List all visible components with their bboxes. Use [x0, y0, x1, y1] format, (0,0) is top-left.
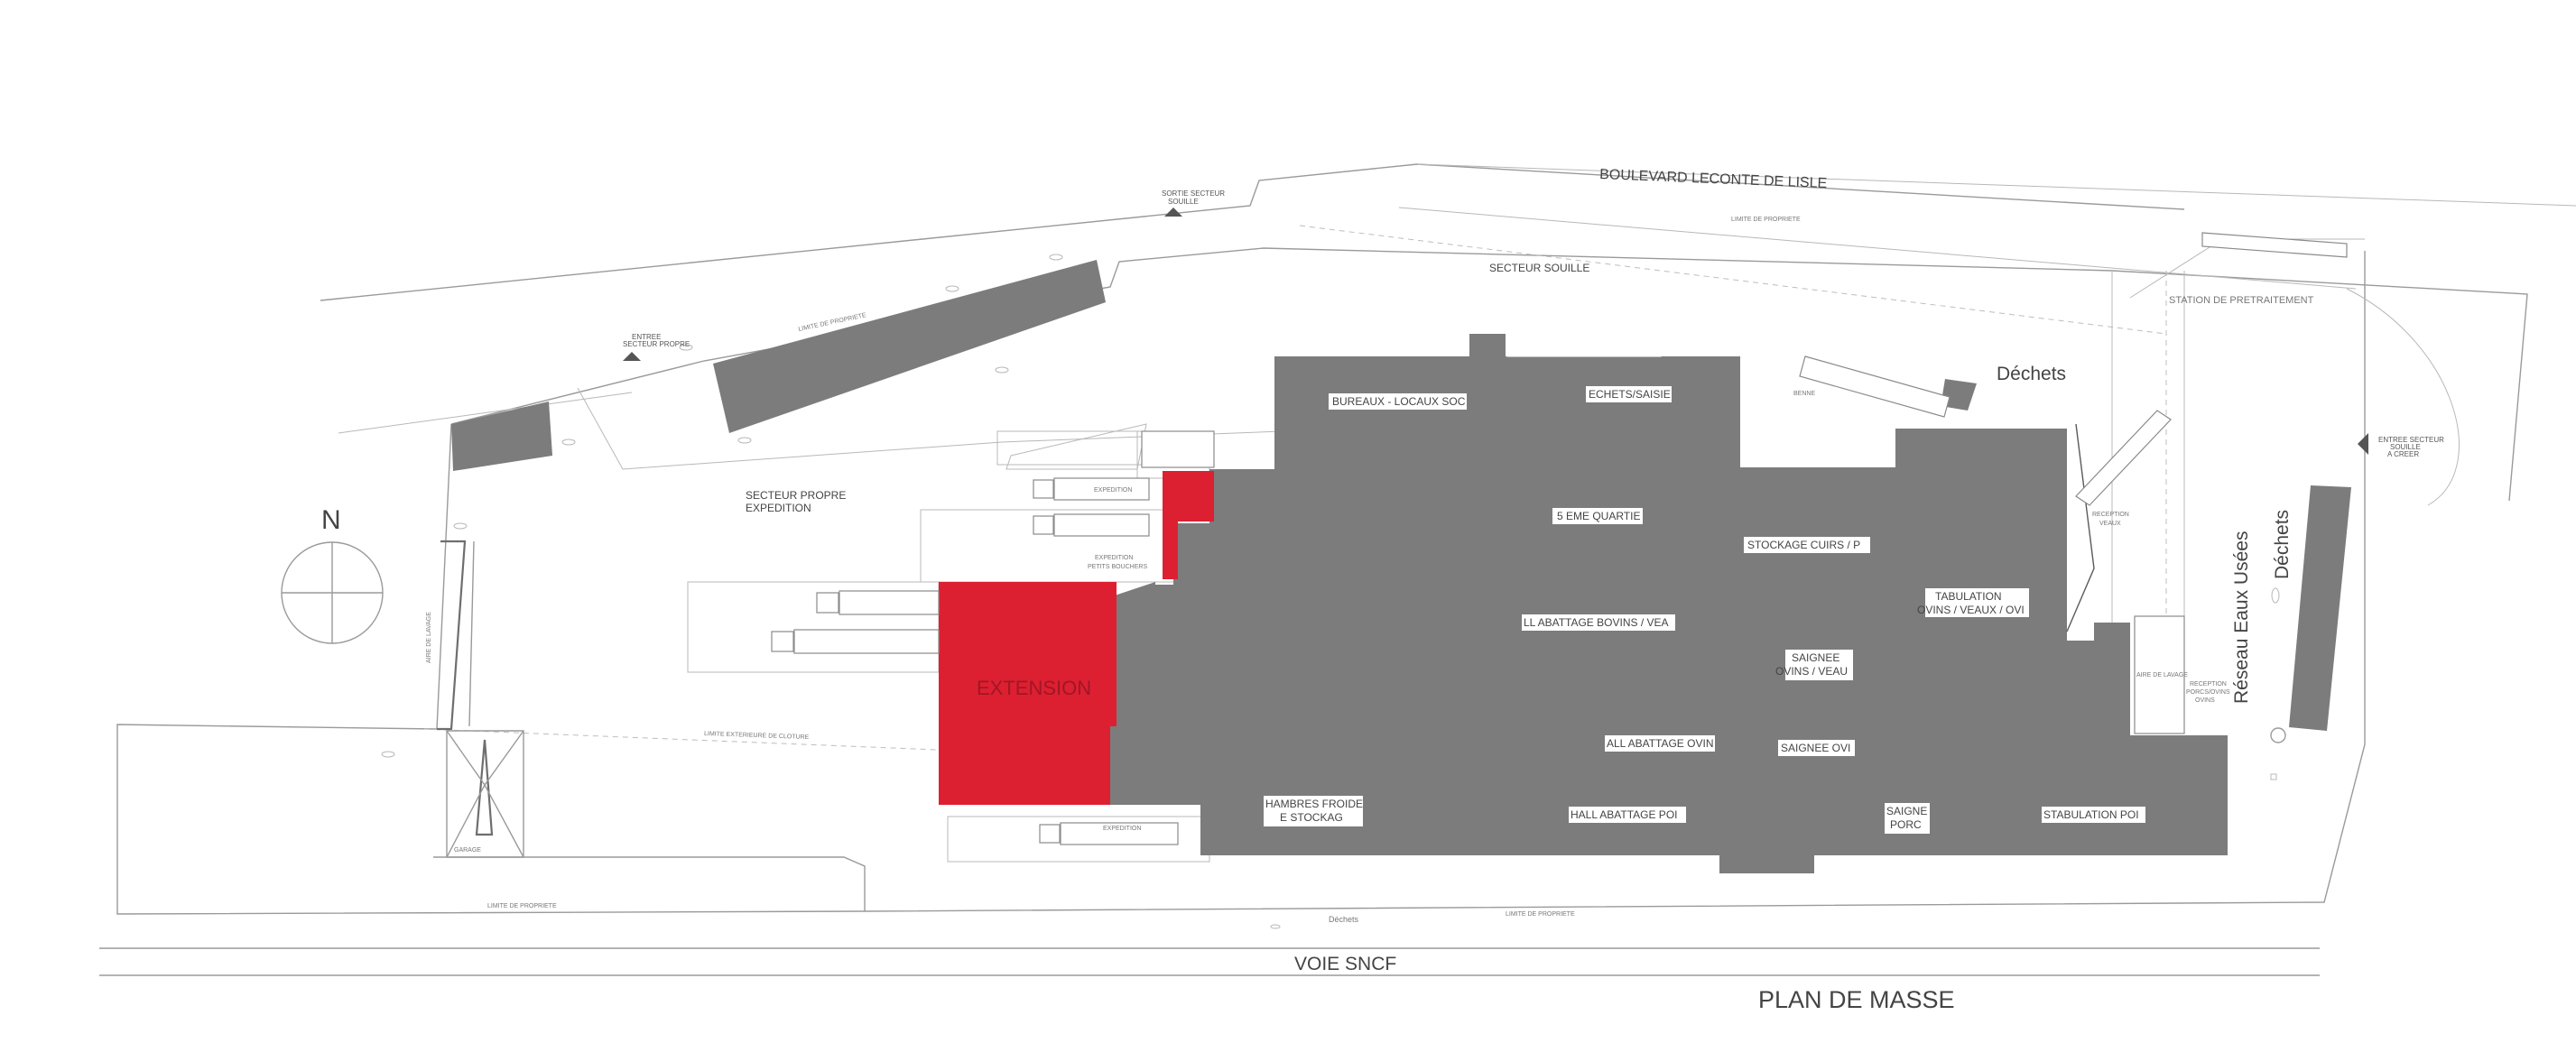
room-stockage-cuirs: STOCKAGE CUIRS / P: [1747, 539, 1860, 551]
room-chambres-2: E STOCKAG: [1280, 811, 1343, 824]
extension-main: [939, 582, 1117, 805]
truck-3: [839, 590, 940, 615]
room-stabulation-porc: STABULATION POI: [2043, 808, 2139, 821]
note-expedition-1: EXPEDITION: [1094, 487, 1132, 494]
room-hall-ovin: ALL ABATTAGE OVIN: [1607, 737, 1713, 750]
truck-1-cab: [1033, 479, 1054, 499]
zone-secteur-propre-2: EXPEDITION: [746, 502, 811, 514]
gate-labels: SORTIE SECTEUR SOUILLE ENTREE SECTEUR PR…: [623, 189, 2444, 458]
room-saignee-ovi: SAIGNEE OVI: [1781, 742, 1850, 754]
lavage-box: [2134, 615, 2185, 734]
note-expedition-3: EXPEDITION: [1103, 826, 1141, 832]
entree-propre-2: SECTEUR PROPRE: [623, 340, 690, 348]
note-limite-2: LIMITE DE PROPRIETE: [1731, 217, 1801, 223]
truck-2: [1053, 513, 1150, 537]
note-cloture: LIMITE EXTERIEURE DE CLOTURE: [704, 731, 810, 741]
truck-8: [2201, 232, 2348, 258]
room-stabulation-1: TABULATION: [1935, 590, 2002, 603]
station-tank: [2094, 623, 2130, 735]
note-reception-porcs-3: OVINS: [2195, 697, 2215, 704]
zone-secteur-souille: SECTEUR SOUILLE: [1489, 262, 1589, 274]
note-benne: BENNE: [1793, 391, 1815, 397]
note-reception-2: VEAUX: [2099, 521, 2121, 527]
room-hall-porc: HALL ABATTAGE POI: [1571, 808, 1677, 821]
zone-dechets-side: Déchets: [2272, 510, 2293, 579]
note-limite-3: LIMITE DE PROPRIETE: [487, 903, 557, 909]
entree-souille-3: A CREER: [2387, 450, 2419, 458]
sortie-2: SOUILLE: [1168, 198, 1199, 206]
note-aire-lavage-left: AIRE DE LAVAGE: [426, 612, 432, 663]
trucks: [771, 232, 2348, 845]
drawing-title: PLAN DE MASSE: [1758, 986, 1955, 1013]
railway-label: VOIE SNCF: [1294, 954, 1396, 974]
building-walls: [1506, 335, 2095, 632]
room-saignee-ovins-1: SAIGNEE: [1792, 651, 1839, 664]
storage-building-north: [713, 260, 1106, 433]
note-aire-lavage: AIRE DE LAVAGE: [2136, 672, 2188, 678]
note-limite-4: LIMITE DE PROPRIETE: [1506, 911, 1575, 918]
north-arrow: N: [281, 505, 384, 644]
room-5eme-quartier: 5 EME QUARTIE: [1557, 510, 1640, 522]
note-expedition-2a: EXPEDITION: [1095, 555, 1133, 561]
room-bureaux: BUREAUX - LOCAUX SOC: [1332, 395, 1466, 408]
reseau-eaux-building: [2289, 485, 2351, 731]
sortie-1: SORTIE SECTEUR: [1162, 189, 1225, 198]
truck-2-cab: [1033, 515, 1054, 535]
entree-propre-arrow-icon: [623, 352, 641, 361]
extension-zones: [939, 471, 1214, 805]
main-labels: BOULEVARD LECONTE DE LISLE SECTEUR SOUIL…: [746, 167, 2314, 1013]
truck-1: [1053, 477, 1150, 501]
zone-reseau: Réseau Eaux Usées: [2231, 531, 2252, 704]
building-outlines: [451, 260, 2351, 873]
dechets-shed: [1941, 379, 1977, 411]
note-reception-1: RECEPTION: [2092, 512, 2129, 518]
truck-4: [793, 629, 940, 654]
zone-dechets-bottom: Déchets: [1329, 915, 1359, 924]
note-expedition-2b: PETITS BOUCHERS: [1088, 564, 1147, 570]
room-labels: BUREAUX - LOCAUX SOC ECHETS/SAISIE 5 EME…: [977, 386, 2145, 834]
room-stabulation-2: OVINS / VEAUX / OVI: [1917, 604, 2025, 616]
truck-6: [1799, 355, 1951, 418]
zone-secteur-propre-1: SECTEUR PROPRE: [746, 489, 846, 502]
street-label: BOULEVARD LECONTE DE LISLE: [1599, 167, 1828, 191]
truck-4-cab: [771, 631, 794, 652]
truck-3-cab: [816, 592, 839, 614]
room-saignee-porc-2: PORC: [1890, 818, 1922, 831]
note-reception-porcs-1: RECEPTION: [2190, 681, 2227, 688]
truck-7: [2075, 410, 2172, 506]
zone-station: STATION DE PRETRAITEMENT: [2169, 295, 2314, 306]
sortie-arrow-icon: [1164, 208, 1182, 217]
note-garage: GARAGE: [454, 847, 481, 854]
room-hall-bovins: LL ABATTAGE BOVINS / VEA: [1524, 616, 1669, 629]
zone-dechets-top: Déchets: [1997, 364, 2066, 384]
truck-5: [1060, 822, 1179, 845]
truck-5-cab: [1039, 824, 1061, 844]
entree-souille-1: ENTREE SECTEUR: [2378, 436, 2444, 444]
site-markers: [381, 254, 2286, 929]
room-chambres-1: HAMBRES FROIDE: [1265, 798, 1363, 810]
room-dechets-saisie: ECHETS/SAISIE: [1589, 388, 1671, 401]
note-reception-porcs-2: PORCS/OVINS: [2186, 689, 2230, 696]
room-saignee-ovins-2: OVINS / VEAU: [1775, 665, 1848, 678]
extension-north: [1163, 471, 1214, 579]
entree-souille-2: SOUILLE: [2390, 443, 2421, 451]
room-extension: EXTENSION: [977, 677, 1091, 699]
main-slaughterhouse: [1110, 334, 2228, 873]
step-box: [1141, 430, 1215, 468]
entree-propre-1: ENTREE: [632, 333, 661, 341]
garage-building: [451, 402, 552, 471]
entree-souille-arrow-icon: [2358, 433, 2368, 455]
room-saignee-porc-1: SAIGNE: [1886, 805, 1927, 817]
north-label: N: [321, 505, 341, 535]
